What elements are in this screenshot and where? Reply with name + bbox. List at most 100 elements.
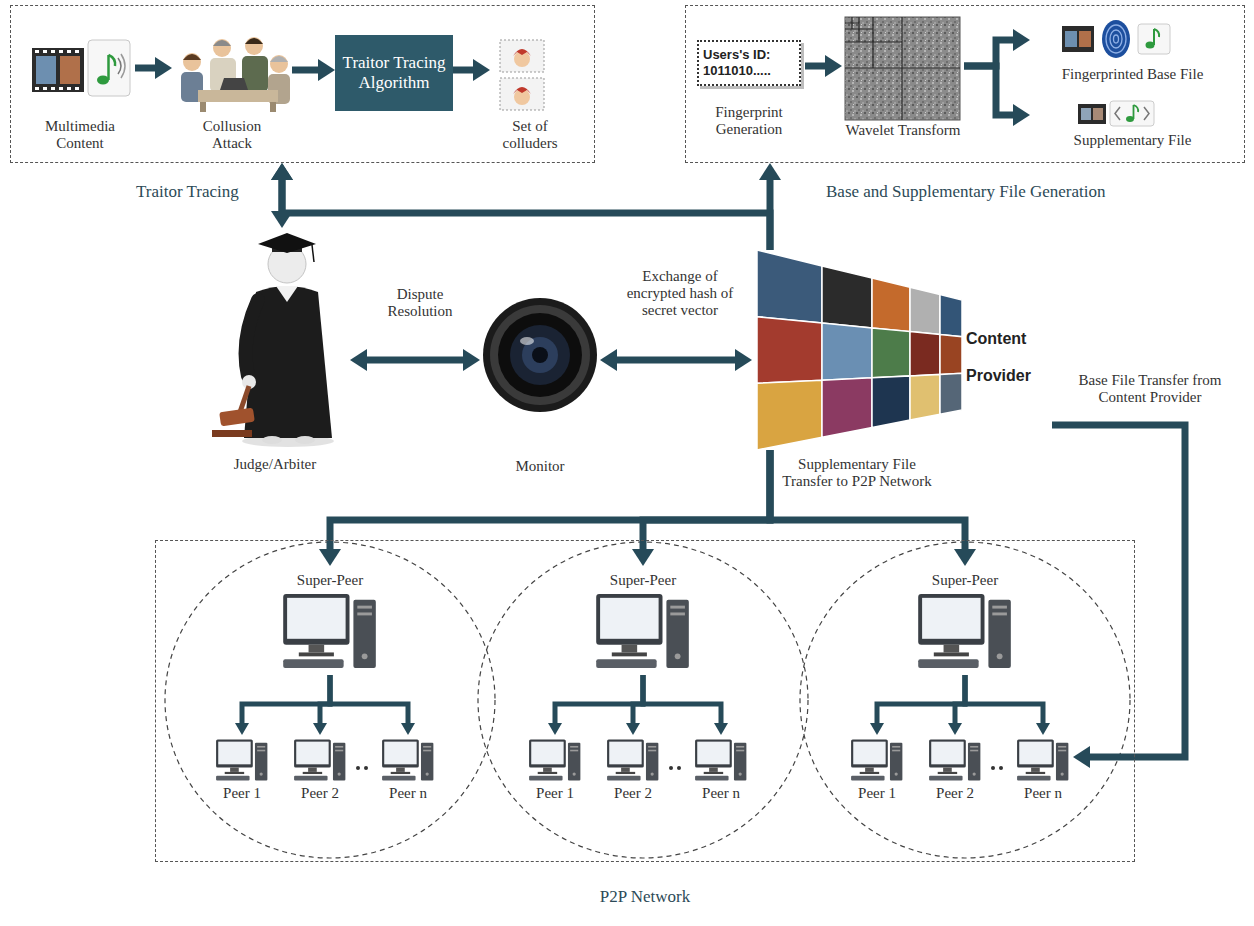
connector [805, 55, 842, 77]
base-file-icons-part [1138, 24, 1170, 54]
content-wall-part [872, 376, 910, 428]
node-label: Peer 2 [290, 785, 350, 802]
connector [271, 163, 770, 250]
content-wall-part [757, 317, 822, 384]
judge-figure-part [219, 408, 255, 427]
ellipsis-dots-part [991, 766, 995, 770]
supplementary-file-icons-part [1134, 105, 1139, 112]
base-file-icons-part [1102, 20, 1130, 58]
node-label: Super-Peer [588, 572, 698, 589]
icon-node: Monitor [480, 295, 600, 475]
multimedia-icon-part [59, 50, 63, 53]
user-id-box: Users's ID: 1011010..... [697, 40, 801, 86]
icon-node: Peer n [378, 735, 438, 802]
node-label: Peer 1 [212, 785, 272, 802]
colluder-stamps-part [513, 87, 531, 94]
judge-figure-part [262, 436, 282, 444]
provider-label: Content Provider [966, 320, 1046, 394]
content-wall-part [940, 295, 962, 337]
multimedia-icon-part [109, 55, 116, 66]
multimedia-icon-part [107, 55, 110, 80]
connector-line [282, 175, 770, 250]
node-label: Super-Peer [910, 572, 1020, 589]
ellipsis-dots [356, 766, 1003, 770]
icon-node: Wavelet Transform [842, 14, 964, 139]
multimedia-icon-part [118, 58, 121, 74]
arrow-head [626, 723, 640, 735]
collusion-illustration-part [270, 56, 288, 62]
node-label: Wavelet Transform [842, 122, 964, 139]
content-wall-part [910, 374, 940, 420]
colluder-stamps-part [500, 40, 544, 72]
collusion-illustration-part [220, 78, 248, 90]
camera-lens [483, 298, 597, 412]
supplementary-file-icons [1078, 101, 1154, 126]
node-label: Supplementary File [1030, 132, 1235, 149]
connector [626, 675, 643, 735]
icon-node: Peer 1 [525, 735, 585, 802]
multimedia-icon-part [43, 50, 47, 53]
icon-node: Judge/Arbiter [200, 228, 350, 473]
connector [319, 450, 770, 566]
collusion-illustration [181, 37, 290, 112]
connector-line [643, 675, 721, 727]
connector-line [965, 675, 1043, 727]
arrow-head [600, 349, 617, 371]
judge-figure-part [246, 300, 258, 376]
wavelet-image [845, 17, 960, 120]
node-label: Traitor Tracing Algorithm [341, 53, 447, 93]
base-file-icons-part [1062, 26, 1094, 52]
colluder-stamps [500, 40, 544, 110]
base-file-icons-part [1154, 29, 1159, 37]
super-peer-node: Super-Peer [275, 566, 385, 675]
multimedia-icon-part [67, 87, 71, 90]
connector [965, 675, 1050, 735]
connector-line [964, 40, 1018, 66]
supplementary-file-icons-part [1144, 107, 1149, 120]
connector [964, 29, 1030, 66]
arrow-head [954, 549, 976, 566]
group-box: Base and Supplementary File GenerationUs… [685, 5, 1245, 163]
camera-lens-part [490, 305, 590, 405]
multimedia-icon-part [97, 76, 109, 85]
node-label: Super-Peer [275, 572, 385, 589]
multimedia-icon-part [51, 87, 55, 90]
computer-icons-part [382, 739, 433, 780]
connector-line [242, 675, 330, 727]
connector-line [767, 175, 774, 250]
computer-icons-part [216, 739, 267, 780]
multimedia-icon-part [67, 50, 71, 53]
judge-figure-part [295, 436, 315, 444]
content-wall-part [822, 266, 872, 328]
collusion-illustration-part [183, 54, 201, 60]
multimedia-icon-part [35, 87, 39, 90]
content-wall-part [757, 380, 822, 450]
base-file-icons-part [1114, 35, 1119, 43]
connector-line [612, 357, 740, 364]
arrow-head [548, 723, 562, 735]
node-label: Fingerprinted Base File [1030, 66, 1235, 83]
arrow-head [350, 349, 367, 371]
multimedia-icon-part [35, 50, 39, 53]
base-file-icons-part [1110, 30, 1122, 48]
connector [313, 675, 330, 735]
node-label: Peer 2 [925, 785, 985, 802]
judge-figure-part [212, 430, 252, 437]
multimedia-icon-part [51, 50, 55, 53]
edge-label: Supplementary File Transfer to P2P Netwo… [782, 456, 932, 490]
node-label: Peer n [1013, 785, 1073, 802]
arrow-head [235, 723, 249, 735]
content-wall-part [940, 335, 962, 375]
node-label: Collusion Attack [187, 118, 277, 152]
content-wall-part [910, 287, 940, 334]
node-label: Peer 1 [525, 785, 585, 802]
peer-clusters-part [478, 542, 808, 858]
judge-figure-part [258, 233, 316, 253]
super-peer-node: Super-Peer [588, 566, 698, 675]
ellipsis-dots-part [356, 766, 360, 770]
collusion-illustration-part [245, 37, 263, 55]
node-label: Peer n [691, 785, 751, 802]
arrow-head [271, 163, 293, 180]
group-heading: P2P Network [156, 887, 1134, 907]
